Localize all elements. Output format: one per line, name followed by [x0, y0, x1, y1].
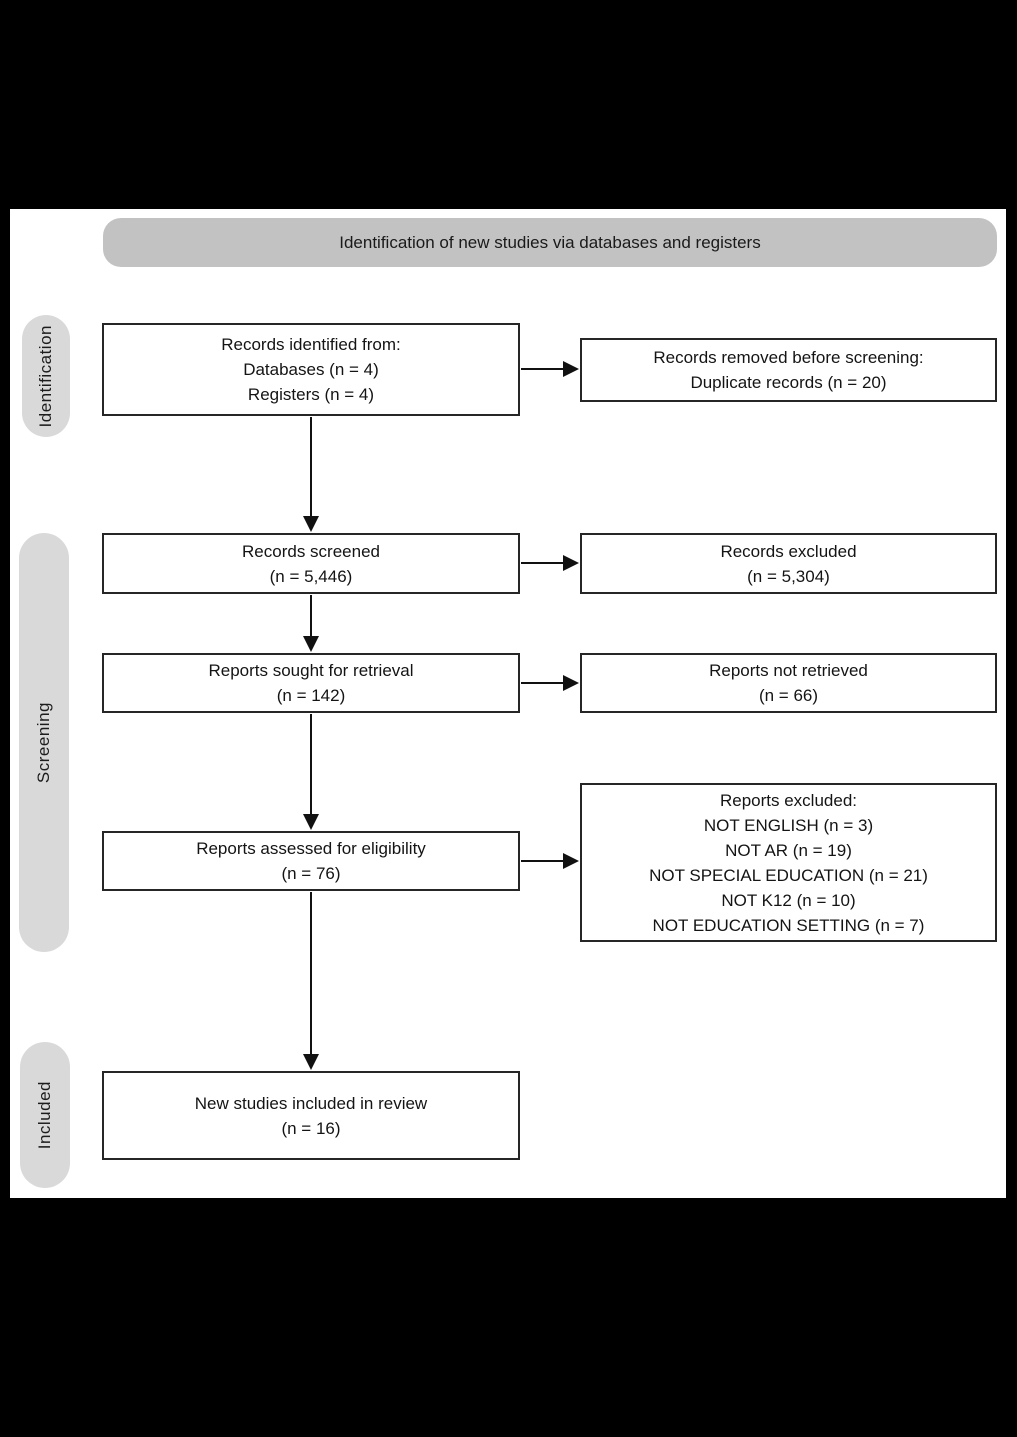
box-line: Records removed before screening:	[653, 348, 924, 367]
title-text: Identification of new studies via databa…	[339, 232, 761, 252]
box-reports-excluded: Reports excluded: NOT ENGLISH (n = 3) NO…	[580, 783, 997, 942]
box-line: (n = 76)	[281, 864, 341, 883]
box-line: Reports assessed for eligibility	[196, 839, 426, 858]
box-line: (n = 142)	[276, 686, 346, 705]
box-reports-assessed-for-eligibility: Reports assessed for eligibility (n = 76…	[102, 831, 520, 891]
box-records-excluded: Records excluded (n = 5,304)	[580, 533, 997, 594]
box-line: New studies included in review	[194, 1093, 428, 1113]
box-records-identified: Records identified from: Databases (n = …	[102, 323, 520, 416]
stage-label-screening: Screening	[19, 533, 69, 952]
stage-label-text: Identification	[36, 324, 55, 428]
box-line: Duplicate records (n = 20)	[690, 373, 887, 392]
box-line: (n = 5,446)	[269, 566, 353, 586]
box-line: (n = 16)	[281, 1118, 341, 1138]
stage-label-text: Screening	[34, 701, 53, 784]
box-line: NOT SPECIAL EDUCATION (n = 21)	[649, 865, 928, 885]
box-line: Registers (n = 4)	[247, 385, 375, 404]
title-banner: Identification of new studies via databa…	[103, 218, 997, 267]
box-line: NOT EDUCATION SETTING (n = 7)	[652, 915, 925, 935]
box-records-screened: Records screened (n = 5,446)	[102, 533, 520, 594]
box-line: Reports excluded:	[719, 790, 858, 810]
stage-label-text: Included	[35, 1080, 54, 1150]
stage-label-included: Included	[20, 1042, 70, 1188]
box-line: NOT ENGLISH (n = 3)	[703, 815, 874, 835]
box-reports-sought-for-retrieval: Reports sought for retrieval (n = 142)	[102, 653, 520, 713]
box-line: Records screened	[242, 541, 380, 561]
box-new-studies-included: New studies included in review (n = 16)	[102, 1071, 520, 1160]
box-line: Databases (n = 4)	[243, 360, 379, 379]
box-line: Records identified from:	[221, 335, 401, 354]
box-line: Reports sought for retrieval	[208, 661, 414, 680]
box-records-removed-before-screening: Records removed before screening: Duplic…	[580, 338, 997, 402]
box-line: Records excluded	[720, 541, 857, 561]
box-line: NOT K12 (n = 10)	[721, 890, 856, 910]
box-reports-not-retrieved: Reports not retrieved (n = 66)	[580, 653, 997, 713]
box-line: NOT AR (n = 19)	[725, 840, 852, 860]
box-line: (n = 5,304)	[747, 566, 830, 586]
box-line: (n = 66)	[758, 686, 819, 705]
box-line: Reports not retrieved	[709, 661, 868, 680]
stage-label-identification: Identification	[22, 315, 70, 437]
